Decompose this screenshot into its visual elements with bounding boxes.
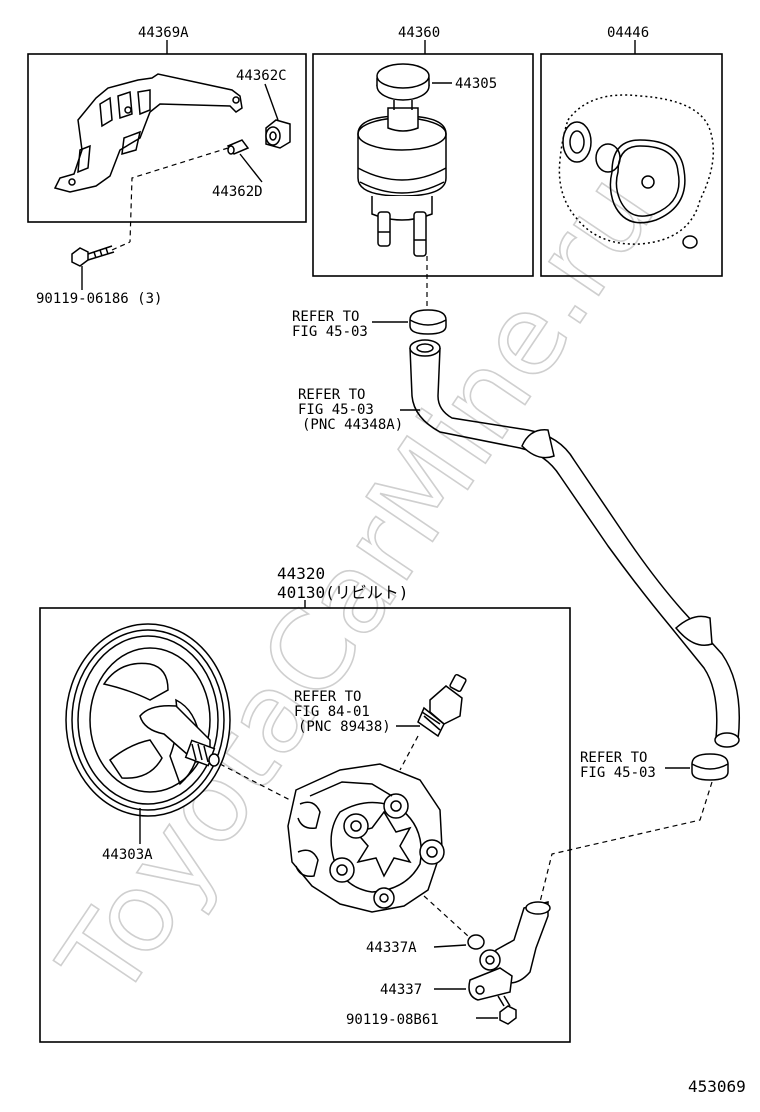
- label-refer-3-line2[interactable]: FIG 84-01: [294, 704, 370, 720]
- clamp-2-icon: [691, 753, 729, 781]
- gasket-kit-icon: [558, 94, 715, 249]
- clamp-1-icon: [409, 309, 447, 335]
- label-pump-rebuilt[interactable]: 40130(リビルト): [277, 583, 408, 602]
- pulley-icon: [65, 623, 231, 817]
- label-collar-d[interactable]: 44362D: [212, 184, 263, 200]
- label-refer-2-line2[interactable]: FIG 45-03: [298, 402, 374, 418]
- diagram-number: 453069: [688, 1077, 746, 1096]
- label-reservoir[interactable]: 44360: [398, 25, 440, 41]
- label-pump[interactable]: 44320: [277, 564, 325, 583]
- pressure-switch-icon: [417, 673, 467, 738]
- label-bolt-bottom[interactable]: 90119-08B61: [346, 1012, 439, 1028]
- label-cap[interactable]: 44305: [455, 76, 497, 92]
- label-oring[interactable]: 44337A: [366, 940, 417, 956]
- oring-icon: [467, 934, 485, 950]
- bolt-bottom-icon: [497, 995, 517, 1025]
- label-cushion-c[interactable]: 44362C: [236, 68, 287, 84]
- label-refer-3-line1[interactable]: REFER TO: [294, 689, 361, 705]
- label-refer-1-line1[interactable]: REFER TO: [292, 309, 359, 325]
- reservoir-cap-icon: [376, 63, 430, 110]
- reservoir-icon: [357, 107, 447, 257]
- gasket-kit-box: [540, 53, 723, 277]
- label-bracket[interactable]: 44369A: [138, 25, 189, 41]
- reservoir-box: [312, 53, 534, 277]
- label-pulley[interactable]: 44303A: [102, 847, 153, 863]
- label-bolt-top[interactable]: 90119-06186 (3): [36, 291, 162, 307]
- label-gasket-kit[interactable]: 04446: [607, 25, 649, 41]
- union-fitting-icon: [468, 901, 551, 1001]
- bolt-top-icon: [71, 245, 115, 267]
- label-refer-4-line1[interactable]: REFER TO: [580, 750, 647, 766]
- label-refer-2-line3[interactable]: (PNC 44348A): [302, 417, 403, 433]
- collar-44362d-icon: [226, 139, 250, 155]
- label-refer-1-line2[interactable]: FIG 45-03: [292, 324, 368, 340]
- label-refer-4-line2[interactable]: FIG 45-03: [580, 765, 656, 781]
- return-hose-icon: [409, 339, 741, 748]
- label-refer-2-line1[interactable]: REFER TO: [298, 387, 365, 403]
- label-refer-3-line3[interactable]: (PNC 89438): [298, 719, 391, 735]
- label-union[interactable]: 44337: [380, 982, 422, 998]
- bracket-icon: [53, 73, 243, 193]
- pump-body-icon: [287, 763, 445, 913]
- cushion-44362c-icon: [265, 119, 291, 149]
